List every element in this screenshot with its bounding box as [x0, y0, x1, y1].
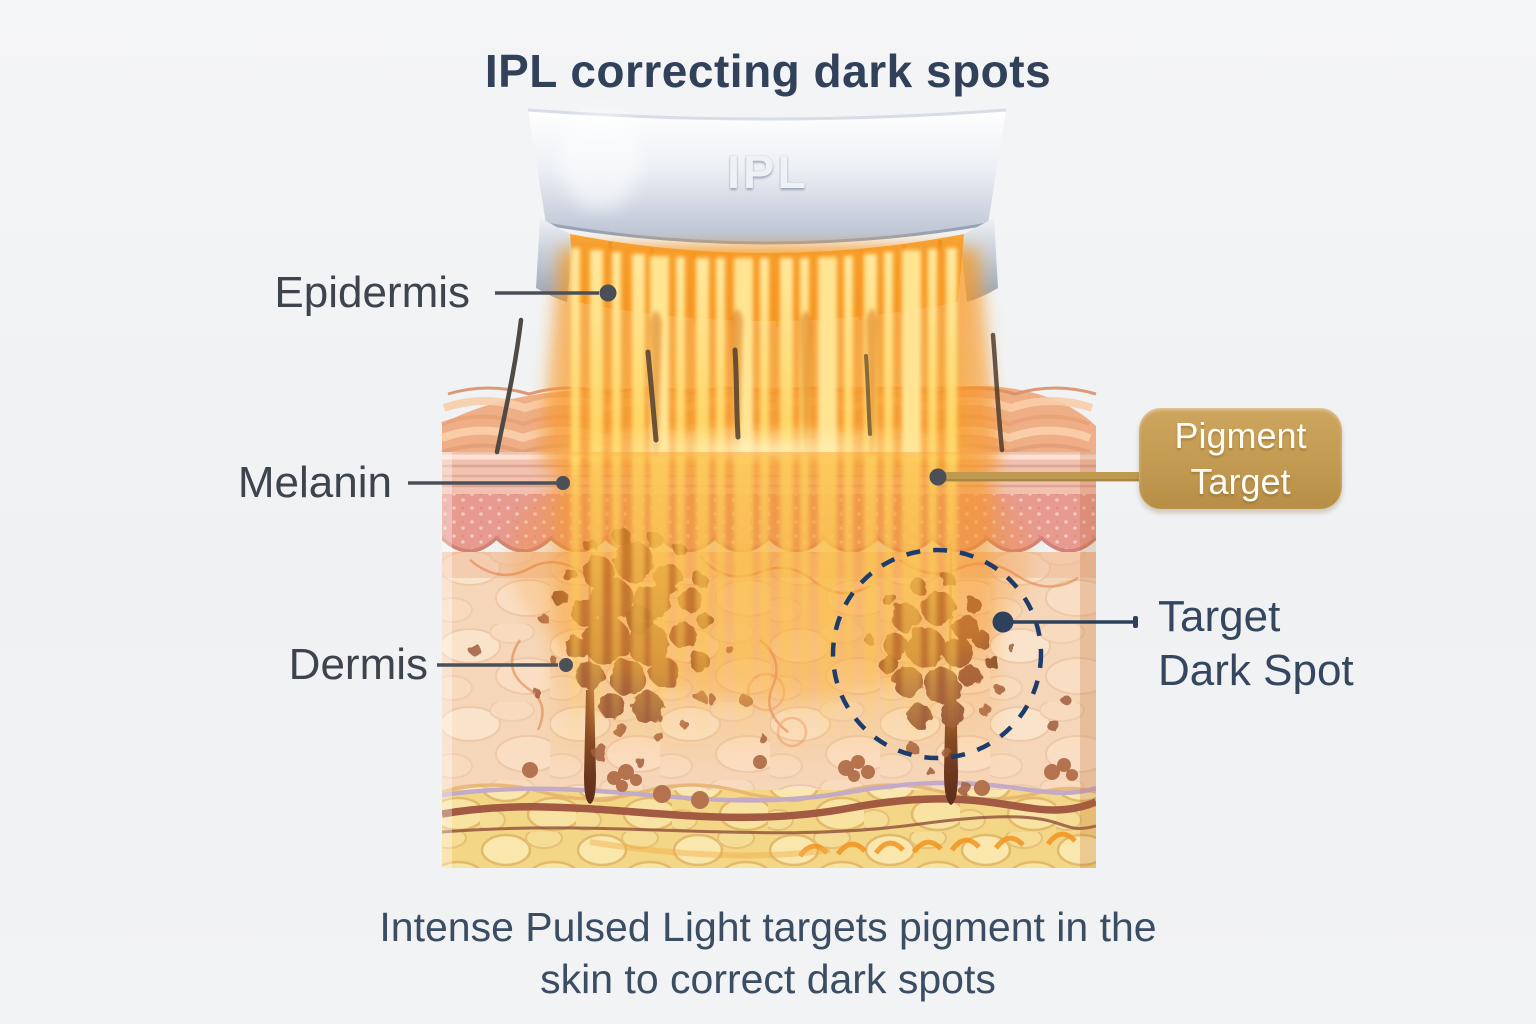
hairs [494, 317, 1005, 455]
pigment-target-badge: Pigment Target [1139, 408, 1342, 509]
badge-line-1: Pigment [1174, 414, 1307, 456]
annotations [408, 284, 1142, 761]
target-dark-spot-leader [992, 611, 1138, 633]
dermis-label: Dermis [288, 640, 428, 689]
target-label-line-2: Dark Spot [1158, 645, 1354, 695]
melanin-label: Melanin [237, 458, 392, 507]
caption: Intense Pulsed Light targets pigment in … [0, 901, 1536, 1006]
caption-line-2: skin to correct dark spots [540, 956, 996, 1003]
fat-chevrons [589, 831, 1077, 859]
ipl-device-label: IPL [726, 145, 810, 198]
dermis-leader [437, 658, 573, 672]
ipl-light-beams [510, 248, 1030, 775]
target-dark-spot-circle [830, 547, 1044, 761]
target-label-line-1: Target [1158, 592, 1281, 641]
epidermis-leader [495, 284, 617, 302]
target-dark-spot-label: Target Dark Spot [1158, 590, 1478, 697]
badge-line-2: Target [1190, 460, 1291, 502]
melanin-leader [408, 476, 570, 490]
page-title: IPL correcting dark spots [484, 45, 1052, 97]
pigment-target-connector [929, 468, 1142, 486]
caption-line-1: Intense Pulsed Light targets pigment in … [379, 904, 1157, 950]
epidermis-label: Epidermis [274, 268, 470, 317]
